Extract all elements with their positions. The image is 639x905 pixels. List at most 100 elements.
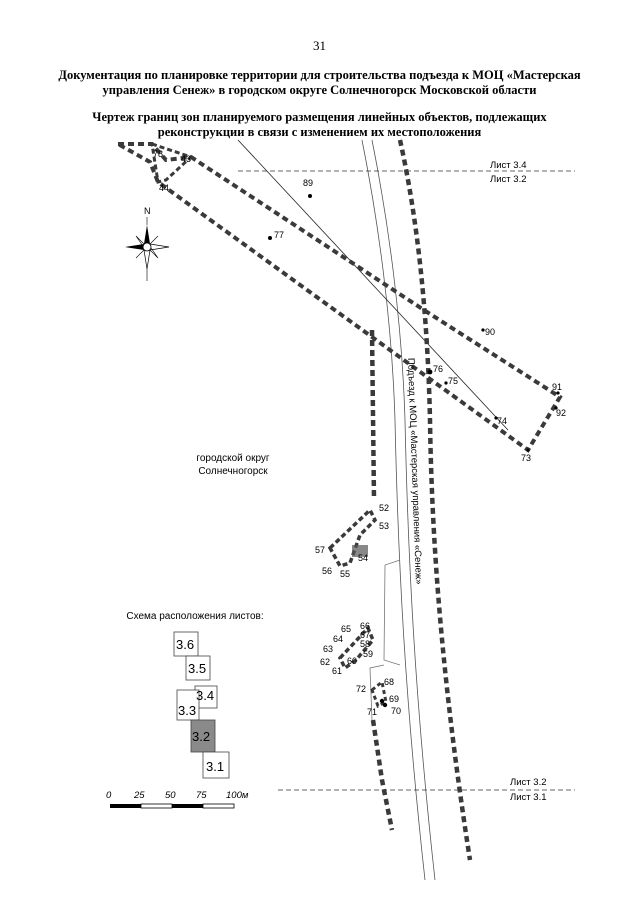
point-76: [427, 369, 433, 375]
point-label-91: 91: [552, 382, 562, 392]
point-label-52: 52: [379, 503, 389, 513]
point-label-90: 90: [485, 327, 495, 337]
schema-sheet-3-3: [176, 689, 200, 721]
road-boundary-short: [369, 329, 377, 501]
sheet-border-labels: Лист 3.4 Лист 3.2 Лист 3.2 Лист 3.1: [490, 160, 547, 803]
document-title-line-2: управления Сенеж» в городском округе Сол…: [102, 83, 537, 97]
point-label-54: 54: [358, 553, 368, 563]
point-label-73: 73: [521, 453, 531, 463]
point-label-56: 56: [322, 566, 332, 576]
point-77: [268, 236, 272, 240]
point-69: [379, 698, 385, 704]
point-label-89: 89: [303, 178, 313, 188]
schema-sheet-3-1: [202, 751, 230, 779]
schema-sheet-label-3-5: 3.5: [188, 661, 206, 676]
point-label-44: 44: [159, 183, 169, 193]
point-label-92: 92: [556, 408, 566, 418]
scale-tick-75: 75: [196, 790, 207, 801]
area-label-line-1: городской округ: [196, 453, 270, 464]
area-label: городской округ Солнечногорск: [178, 452, 288, 478]
road-line-b: [371, 139, 436, 881]
road-centerlines: [361, 139, 436, 881]
point-label-70: 70: [391, 706, 401, 716]
point-label-64: 64: [333, 634, 343, 644]
drawing-title: Чертеж границ зон планируемого размещени…: [60, 110, 579, 140]
scale-tick-100: 100м: [226, 790, 249, 801]
road-line-a: [361, 139, 426, 881]
point-label-61: 61: [332, 666, 342, 676]
sheet-border-bottom-lower: Лист 3.1: [510, 792, 547, 803]
point-90: [481, 328, 485, 332]
point-75: [444, 381, 448, 385]
sheet-border-bottom-upper: Лист 3.2: [510, 777, 547, 788]
document-title: Документация по планировке территории дл…: [40, 68, 599, 98]
sheet-border-top-lower: Лист 3.2: [490, 174, 527, 185]
road-boundary-lower: [370, 719, 395, 831]
point-label-66: 66: [360, 621, 370, 631]
point-label-67: 67: [360, 630, 370, 640]
point-labels: 78 43 44 89 77 90 76 75 91 92 74 73 52 5…: [153, 149, 566, 717]
point-label-58: 58: [360, 639, 370, 649]
schema-sheet-label-3-3: 3.3: [178, 703, 196, 718]
point-label-63: 63: [323, 644, 333, 654]
area-label-line-2: Солнечногорск: [198, 466, 268, 477]
point-label-57: 57: [315, 545, 325, 555]
road-label: Подъезд к МОЦ «Мастерская управления «Се…: [405, 358, 424, 585]
scale-tick-0: 0: [106, 790, 112, 801]
scale-bar: 0 25 50 75 100м: [106, 790, 249, 809]
point-91: [556, 391, 560, 395]
point-label-78: 78: [153, 149, 163, 159]
point-89: [308, 194, 312, 198]
zone-boundary-52-57: [327, 507, 378, 569]
point-label-74: 74: [497, 416, 507, 426]
zone-boundary-top-left: [150, 141, 194, 184]
north-label: N: [144, 206, 151, 216]
schema-sheet-3-5: [185, 655, 211, 681]
point-label-60: 60: [347, 656, 357, 666]
schema-sheet-label-3-6: 3.6: [176, 637, 194, 652]
point-label-77: 77: [274, 230, 284, 240]
scale-segment-1: [110, 804, 141, 808]
point-label-76: 76: [433, 364, 443, 374]
zone-fill-54: [352, 545, 368, 557]
point-label-59: 59: [363, 649, 373, 659]
point-label-69: 69: [389, 694, 399, 704]
point-70: [382, 702, 388, 708]
scale-segment-2: [140, 803, 173, 809]
point-92: [554, 406, 558, 410]
point-label-62: 62: [320, 657, 330, 667]
road-boundary-main: [397, 139, 473, 861]
scale-tick-25: 25: [133, 790, 145, 801]
zone-boundary-diagonal: [110, 142, 563, 453]
schema-sheet-3-2: [190, 719, 216, 753]
point-73: [526, 448, 530, 452]
drawing-title-line-2: реконструкции в связи с изменением их ме…: [157, 125, 482, 139]
road-line-d: [369, 664, 385, 721]
zone-boundary-68-72: [370, 679, 388, 709]
sheet-schema: 3.6 3.5 3.4 3.3 3.2 3.1: [173, 631, 230, 779]
drawing-title-line-1: Чертеж границ зон планируемого размещени…: [92, 110, 547, 124]
page-number: 31: [313, 38, 326, 53]
road-line-c: [383, 559, 401, 666]
point-label-43: 43: [181, 154, 191, 164]
point-label-72: 72: [356, 684, 366, 694]
point-label-75: 75: [448, 376, 458, 386]
zone-boundary-58-67: [337, 624, 376, 671]
point-label-53: 53: [379, 521, 389, 531]
sheet-schema-title: Схема расположения листов:: [126, 611, 264, 622]
point-label-55: 55: [340, 569, 350, 579]
schema-sheet-label-3-2: 3.2: [192, 729, 210, 744]
point-label-71: 71: [367, 707, 377, 717]
schema-sheet-label-3-4: 3.4: [196, 688, 214, 703]
point-label-65: 65: [341, 624, 351, 634]
sheet-border-top-upper: Лист 3.4: [490, 160, 527, 171]
document-title-line-1: Документация по планировке территории дл…: [58, 68, 581, 82]
north-arrow-icon: [125, 217, 170, 281]
point-label-68: 68: [384, 677, 394, 687]
scale-segment-3: [172, 804, 203, 808]
scale-tick-50: 50: [165, 790, 176, 801]
schema-sheet-3-6: [173, 631, 199, 657]
schema-sheet-label-3-1: 3.1: [206, 759, 224, 774]
scale-segment-4: [202, 803, 235, 809]
